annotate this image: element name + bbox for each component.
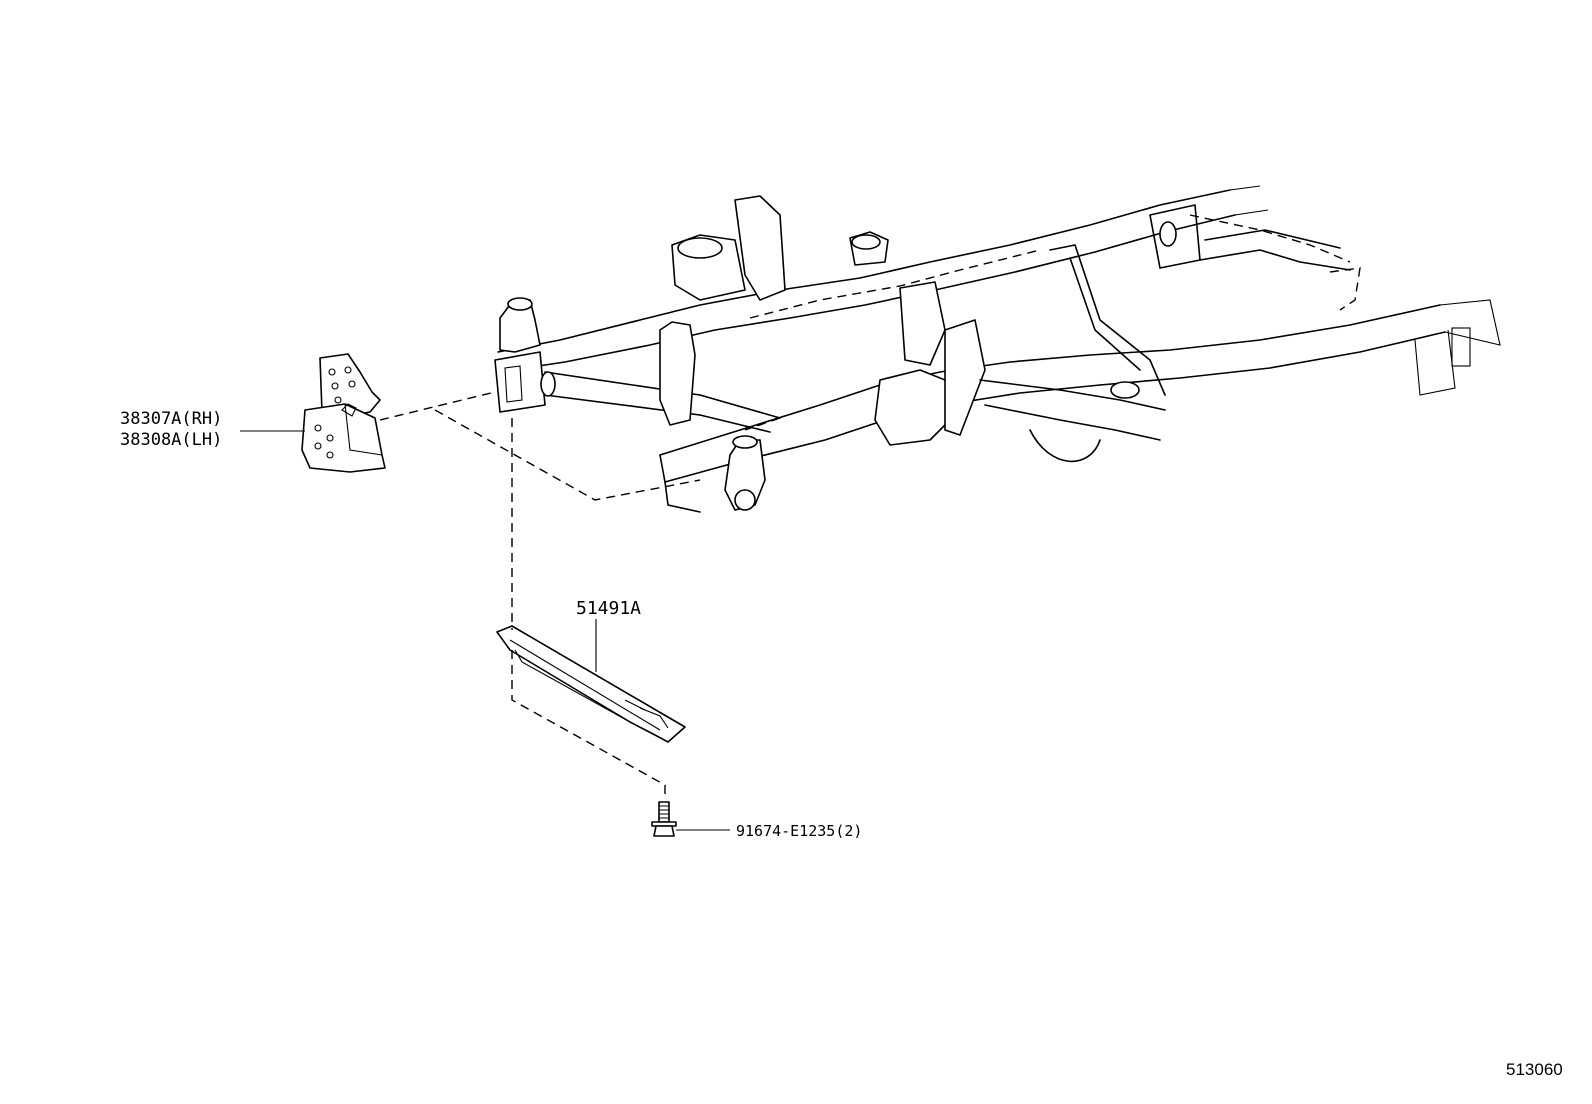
crossmember-part: [496, 625, 686, 743]
leader-lines: [240, 430, 730, 831]
label-engine-mount-rh[interactable]: 38307A(RH): [120, 409, 223, 429]
label-engine-mount-lh[interactable]: 38308A(LH): [120, 430, 223, 450]
label-crossmember[interactable]: 51491A: [576, 598, 642, 619]
bolt-part: [651, 801, 677, 837]
label-bolt[interactable]: 91674-E1235(2): [736, 822, 863, 840]
assembly-lines: [379, 391, 701, 800]
diagram-id: 513060: [1506, 1060, 1563, 1079]
frame-assembly: [494, 185, 1501, 513]
engine-mount-part: [301, 353, 386, 473]
